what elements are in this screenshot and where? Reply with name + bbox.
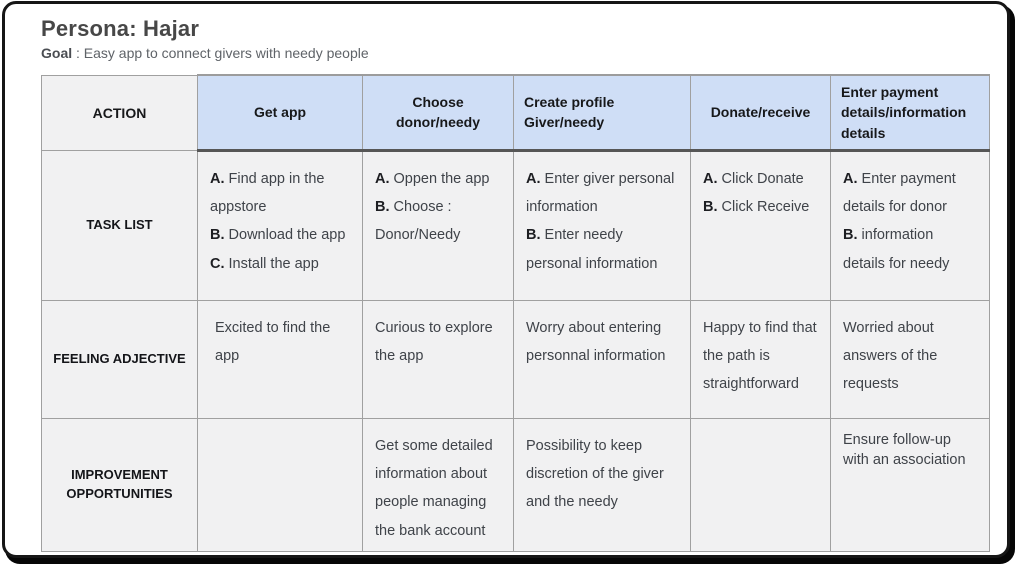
cell-text-line: Excited to find the app [215, 319, 331, 365]
cell-text-line: A. Enter giver personal information [526, 170, 675, 216]
cell-text-line: Curious to explore the app [375, 319, 493, 365]
cell-task-payment-details: A. Enter payment details for donor B. inf… [830, 149, 990, 301]
cell-task-create-profile: A. Enter giver personal information B. En… [513, 149, 691, 301]
cell-text-line: B. information details for needy [843, 227, 950, 272]
row-label-feeling-adjective: FEELING ADJECTIVE [41, 299, 198, 419]
cell-task-get-app: A. Find app in the appstore B. Download t… [197, 149, 363, 301]
cell-text-line: A. Oppen the app [375, 170, 490, 187]
row-label-task-list: TASK LIST [41, 149, 198, 301]
cell-text-line: Possibility to keep discretion of the gi… [526, 437, 664, 511]
cell-feeling-donate-receive: Happy to find that the path is straightf… [690, 299, 831, 419]
header-donate-receive: Donate/receive [690, 73, 831, 152]
cell-improvement-choose-donor-needy: Get some detailed information about peop… [362, 417, 514, 552]
page-title: Persona: Hajar [41, 16, 200, 41]
goal-text: : Easy app to connect givers with needy … [76, 45, 369, 61]
feeling-adjective-row: FEELING ADJECTIVE Excited to find the ap… [41, 299, 990, 419]
cell-text-line: A. Find app in the appstore [210, 170, 325, 216]
journey-map-table: ACTION Get app Choose donor/needy Create… [41, 73, 990, 552]
row-label-improvement-opportunities: IMPROVEMENT OPPORTUNITIES [41, 417, 198, 552]
cell-text-line: B. Download the app [210, 227, 346, 244]
header-get-app: Get app [197, 73, 363, 152]
goal-label: Goal [41, 45, 73, 61]
cell-improvement-get-app [197, 417, 363, 552]
header-action: ACTION [41, 74, 198, 151]
header-row: ACTION Get app Choose donor/needy Create… [41, 73, 990, 152]
cell-text-line: Happy to find that the path is straightf… [703, 319, 817, 393]
cell-feeling-get-app: Excited to find the app [197, 299, 363, 419]
cell-text-line: A. Click Donate [703, 170, 804, 187]
cell-feeling-payment-details: Worried about answers of the requests [830, 299, 990, 419]
header-choose-donor-needy: Choose donor/needy [362, 73, 514, 152]
cell-text-line: Worried about answers of the requests [843, 319, 938, 393]
task-list-row: TASK LIST A. Find app in the appstore B. … [41, 149, 990, 301]
cell-text-line: B. Choose : Donor/Needy [375, 199, 461, 244]
cell-text-line: B. Click Receive [703, 199, 810, 216]
cell-text-line: Ensure follow-up with an association [843, 431, 966, 469]
page-content: Persona: Hajar Goal : Easy app to connec… [5, 4, 1007, 552]
cell-text-line: B. Enter needy personal information [526, 227, 658, 272]
improvement-opportunities-row: IMPROVEMENT OPPORTUNITIES Get some detai… [41, 417, 990, 552]
cell-text-line: A. Enter payment details for donor [843, 170, 956, 216]
cell-improvement-donate-receive [690, 417, 831, 552]
cell-text-line: C. Install the app [210, 255, 319, 272]
cell-feeling-create-profile: Worry about entering personnal informati… [513, 299, 691, 419]
cell-improvement-create-profile: Possibility to keep discretion of the gi… [513, 417, 691, 552]
header-enter-payment-details: Enter payment details/information detail… [830, 73, 990, 152]
cell-improvement-payment-details: Ensure follow-up with an association [830, 417, 990, 552]
screenshot-frame: Persona: Hajar Goal : Easy app to connec… [2, 1, 1010, 558]
cell-text-line: Worry about entering personnal informati… [526, 319, 666, 365]
cell-task-choose-donor-needy: A. Oppen the app B. Choose : Donor/Needy [362, 149, 514, 301]
header-create-profile: Create profile Giver/needy [513, 73, 691, 152]
goal-line: Goal : Easy app to connect givers with n… [41, 45, 973, 61]
cell-task-donate-receive: A. Click Donate B. Click Receive [690, 149, 831, 301]
cell-feeling-choose-donor-needy: Curious to explore the app [362, 299, 514, 419]
cell-text-line: Get some detailed information about peop… [375, 437, 493, 539]
